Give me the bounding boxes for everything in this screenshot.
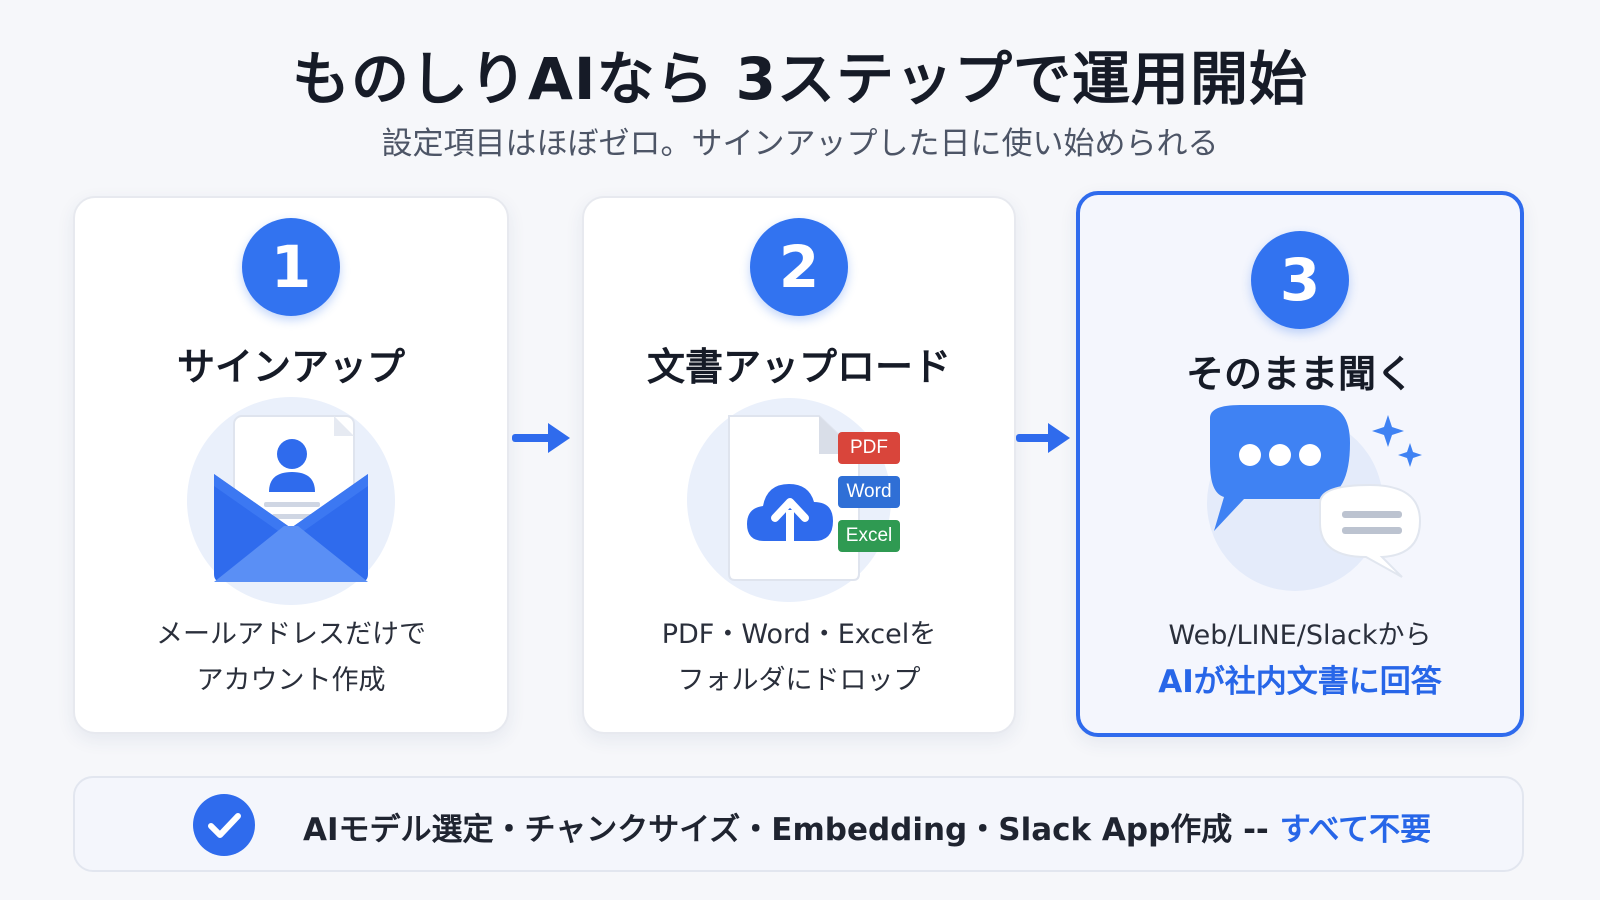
footer-highlight: すべて不要 xyxy=(1279,812,1432,848)
step-description: PDF・Word・Excelを フォルダにドロップ xyxy=(584,612,1014,704)
check-circle-icon xyxy=(193,794,255,856)
file-tag-pdf: PDF xyxy=(838,432,900,464)
step-card-ask: 3 そのまま聞く Web/LINE/Slackから AIが社内文書に回答 xyxy=(1076,191,1524,737)
desc-line-1: PDF・Word・Excelを xyxy=(661,619,937,650)
desc-line-1: メールアドレスだけで xyxy=(156,619,426,650)
desc-line-1: Web/LINE/Slackから xyxy=(1168,620,1432,651)
envelope-profile-icon xyxy=(75,396,507,606)
footer-main-text: AIモデル選定・チャンクサイズ・Embedding・Slack App作成 -- xyxy=(303,812,1280,848)
desc-line-2: アカウント作成 xyxy=(196,665,386,696)
arrow-right-icon xyxy=(1016,420,1074,460)
file-tag-word: Word xyxy=(838,476,900,508)
footer-text: AIモデル選定・チャンクサイズ・Embedding・Slack App作成 --… xyxy=(303,804,1431,849)
step-number-badge: 1 xyxy=(242,218,340,316)
desc-line-2-highlight: AIが社内文書に回答 xyxy=(1158,664,1442,700)
step-title: そのまま聞く xyxy=(1185,352,1414,396)
chat-bubbles-icon xyxy=(1080,393,1520,603)
cloud-upload-document-icon xyxy=(584,396,1014,606)
arrow-right-icon xyxy=(512,420,574,460)
step-card-upload: 2 文書アップロード PDF Word Excel PDF・Word・Excel… xyxy=(582,196,1016,734)
step-number-badge: 2 xyxy=(750,218,848,316)
file-tag-excel: Excel xyxy=(838,520,900,552)
desc-line-2: フォルダにドロップ xyxy=(677,665,921,696)
step-card-signup: 1 サインアップ メールアドレスだけで アカウント作成 xyxy=(73,196,509,734)
step-title: サインアップ xyxy=(176,345,405,389)
page-subtitle: 設定項目はほぼゼロ。サインアップした日に使い始められる xyxy=(381,126,1219,162)
step-title: 文書アップロード xyxy=(646,345,951,389)
step-number-badge: 3 xyxy=(1251,231,1349,329)
step-description: Web/LINE/Slackから AIが社内文書に回答 xyxy=(1080,613,1520,705)
footer-banner: AIモデル選定・チャンクサイズ・Embedding・Slack App作成 --… xyxy=(73,776,1524,872)
page-title: ものしりAIなら 3ステップで運用開始 xyxy=(291,45,1309,113)
step-description: メールアドレスだけで アカウント作成 xyxy=(75,612,507,704)
